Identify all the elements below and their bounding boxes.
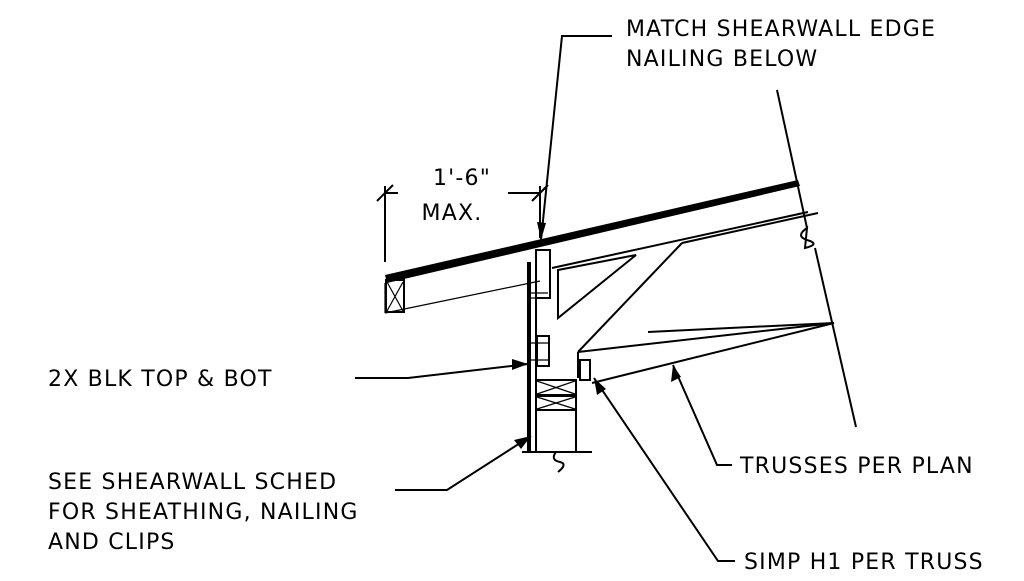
overhang-dimension (376, 167, 549, 262)
note-trusses: TRUSSES PER PLAN (739, 454, 974, 479)
note-shearwall-schedule-line1: SEE SHEARWALL SCHED (48, 470, 337, 495)
dimension-value: 1'-6" (433, 166, 491, 191)
note-shearwall-schedule-line3: AND CLIPS (48, 530, 176, 555)
note-blocking: 2X BLK TOP & BOT (48, 367, 273, 392)
leader-trusses (671, 364, 732, 466)
note-hurricane-clip: SIMP H1 PER TRUSS (744, 550, 984, 575)
note-match-shearwall-line1: MATCH SHEARWALL EDGE (626, 17, 936, 42)
leader-match-shearwall (537, 35, 612, 241)
truss-webs (551, 211, 835, 384)
hurricane-clip (579, 359, 591, 381)
note-match-shearwall-line2: NAILING BELOW (626, 47, 818, 72)
dimension-max-label: MAX. (422, 201, 483, 226)
shearwall (522, 249, 592, 473)
leader-shearwall-schedule (395, 435, 532, 491)
break-line (776, 89, 857, 428)
leader-hurricane-clip (593, 377, 735, 562)
fascia-block (385, 279, 405, 313)
leader-blocking (355, 359, 529, 379)
note-shearwall-schedule-line2: FOR SHEATHING, NAILING (48, 500, 359, 525)
